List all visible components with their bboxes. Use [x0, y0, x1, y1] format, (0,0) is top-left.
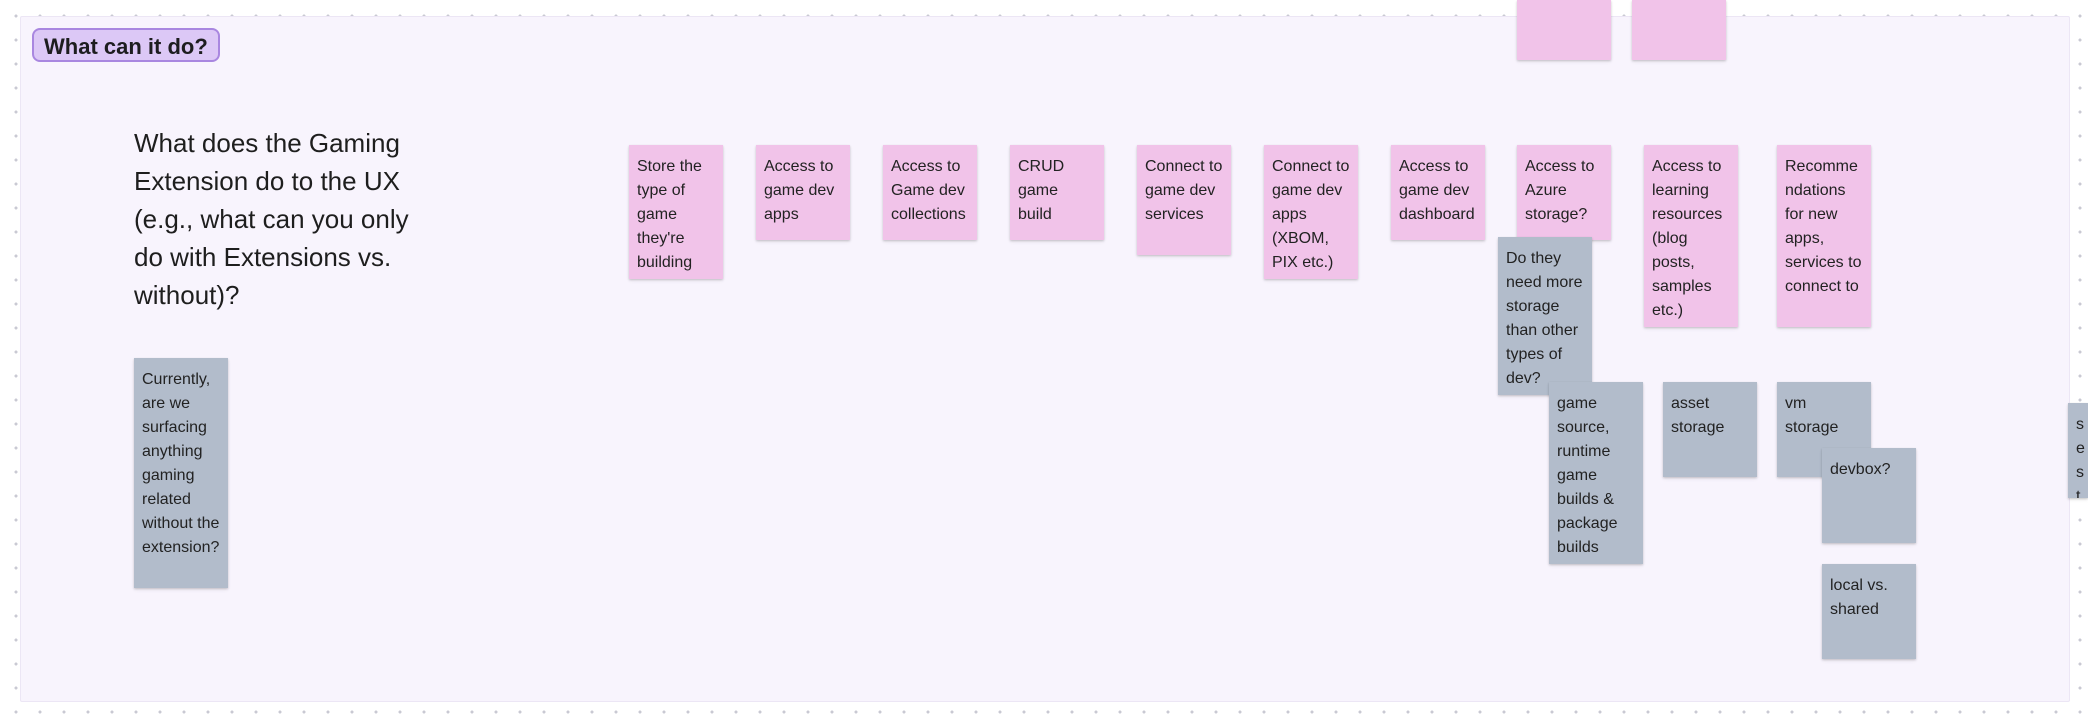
sticky-note-recommendations[interactable]: Recomme ndations for new apps, services … — [1777, 145, 1871, 327]
sticky-note-top-1[interactable] — [1517, 0, 1611, 60]
section-label[interactable]: What can it do? — [32, 28, 220, 62]
sticky-note-access-collections[interactable]: Access to Game dev collections — [883, 145, 977, 240]
sticky-note-access-dashboard[interactable]: Access to game dev dashboard — [1391, 145, 1485, 240]
question-text[interactable]: What does the Gaming Extension do to the… — [134, 128, 409, 310]
sticky-note-azure-storage[interactable]: Access to Azure storage? — [1517, 145, 1611, 240]
sticky-note-devbox[interactable]: devbox? — [1822, 448, 1916, 543]
board-section[interactable] — [20, 16, 2070, 702]
sticky-note-top-2[interactable] — [1632, 0, 1726, 60]
sticky-note-connect-apps[interactable]: Connect to game dev apps (XBOM, PIX etc.… — [1264, 145, 1358, 279]
sticky-note-crud-build[interactable]: CRUD game build — [1010, 145, 1104, 240]
sticky-note-more-storage[interactable]: Do they need more storage than other typ… — [1498, 237, 1592, 395]
sticky-note-asset-storage[interactable]: asset storage — [1663, 382, 1757, 477]
sticky-note-learning-resources[interactable]: Access to learning resources (blog posts… — [1644, 145, 1738, 327]
sticky-note-connect-services[interactable]: Connect to game dev services — [1137, 145, 1231, 255]
sticky-note-store-type[interactable]: Store the type of game they're building — [629, 145, 723, 279]
sticky-note-edge-partial[interactable]: se st — [2068, 403, 2088, 498]
sticky-note-game-source[interactable]: game source, runtime game builds & packa… — [1549, 382, 1643, 564]
sticky-note-currently-surfacing[interactable]: Currently, are we surfacing anything gam… — [134, 358, 228, 588]
sticky-note-access-apps[interactable]: Access to game dev apps — [756, 145, 850, 240]
sticky-note-local-shared[interactable]: local vs. shared — [1822, 564, 1916, 659]
